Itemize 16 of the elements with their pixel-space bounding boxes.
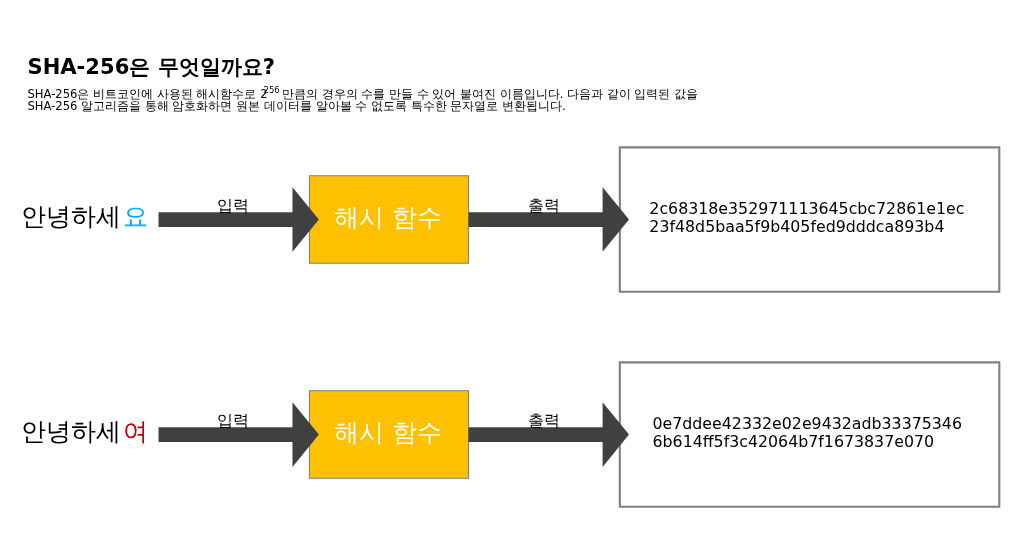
arrow: [158, 402, 319, 467]
node-box: 2c68318e352971113645cbc72861e1ec23f48d5baa5f9b405fed9dddca893b4: [618, 146, 1001, 293]
edge-label: 입력: [217, 196, 250, 216]
arrow: [468, 402, 629, 467]
node-box: 0e7ddee42332e02e9432adb333753466b614ff5f3c42064b7f1673837e070: [618, 361, 1001, 508]
node-box: 해시 함수: [308, 390, 470, 479]
diagram-title: SHA-256은 무엇일까요?: [27, 54, 275, 80]
arrow: [158, 187, 319, 252]
node-text: 안녕하세요: [21, 202, 149, 232]
caption: SHA-256은 비트코인에 사용된 해시함수로 2$^{256}$ 만큼의 경우의 수를 만들 수 있어 붙여진 이름입니다. 다음과 같이 입력된 값을 SHA-256 알고리즘을 통해 암호화하면 원본 데이터를 알아볼 수 없도록 특수한 문자열로 변환됩니다.: [27, 85, 699, 113]
edge-label: 출력: [527, 196, 560, 216]
edge-label: 입력: [217, 411, 250, 431]
node-box: 해시 함수: [308, 175, 470, 264]
arrow: [468, 187, 629, 252]
node-text: 안녕하세여: [21, 417, 149, 447]
edge-label: 출력: [527, 411, 560, 431]
